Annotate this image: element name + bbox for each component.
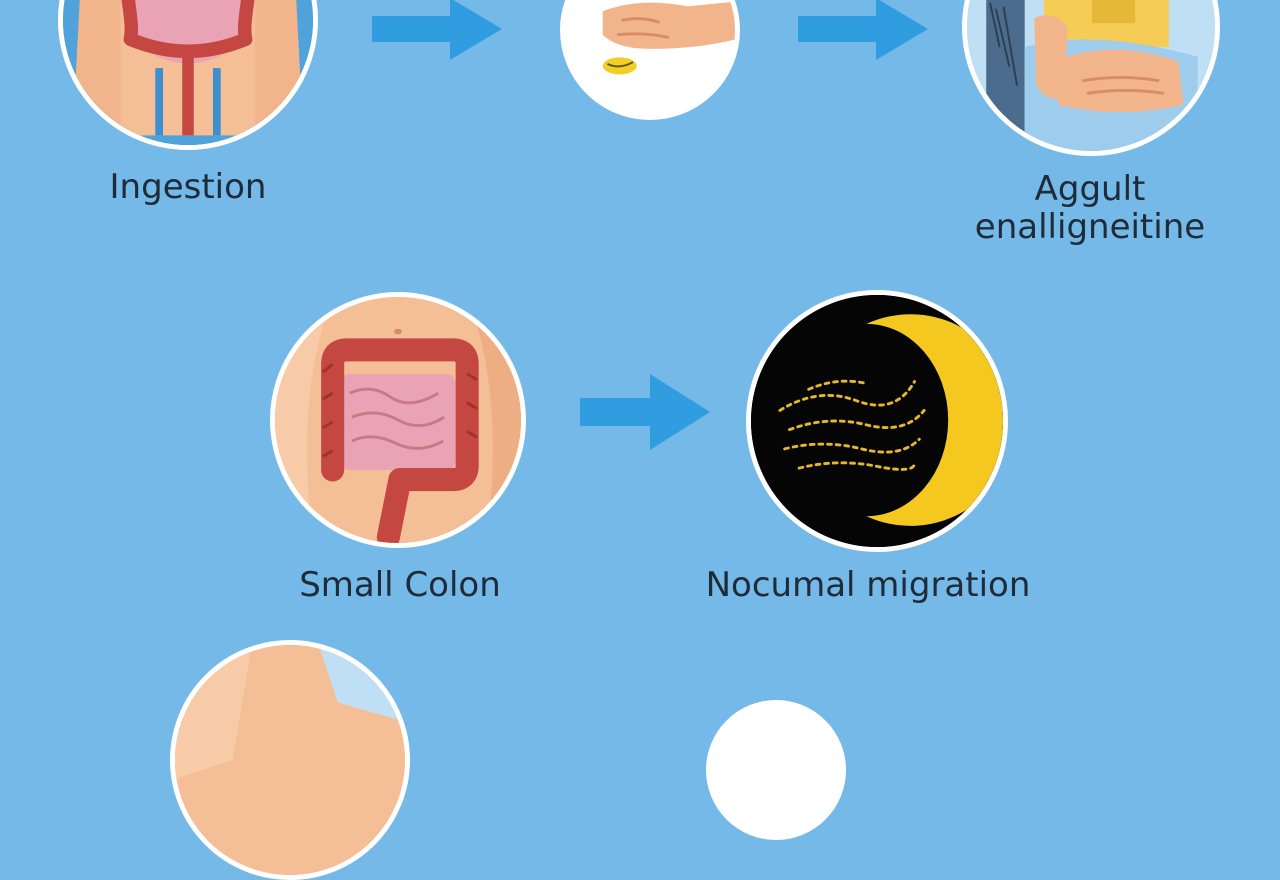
- colon-circle: [270, 292, 526, 548]
- partial-circle-bottom-center: [706, 700, 846, 840]
- ingestion-circle: [58, 0, 318, 150]
- right-arrow-icon: [372, 0, 502, 60]
- night-worms-icon: [751, 295, 1003, 547]
- hand-egg-circle: [560, 0, 740, 120]
- person-stomach-icon: [967, 0, 1215, 151]
- step-label-small-colon: Small Colon: [299, 565, 501, 605]
- life-cycle-diagram: Ingestion Aggult ena: [58, 0, 1230, 880]
- partial-circle-icon: [175, 645, 405, 875]
- step-label-nocturnal-migration: Nocumal migration: [705, 565, 1031, 605]
- step-label-adult-line2: enalligneitine: [974, 207, 1206, 248]
- person-stomach-circle: [962, 0, 1220, 156]
- intestine-body-icon: [63, 0, 313, 145]
- step-label-ingestion: Ingestion: [109, 167, 267, 207]
- hand-egg-icon: [565, 0, 735, 115]
- partial-circle-icon: [710, 704, 842, 836]
- step-label-adult-line1: Aggult: [1034, 169, 1146, 209]
- step-label-adult: Aggult enalligneitine: [950, 170, 1230, 246]
- colon-icon: [275, 297, 521, 543]
- right-arrow-icon: [798, 0, 928, 60]
- right-arrow-icon: [580, 374, 710, 450]
- night-worms-circle: [746, 290, 1008, 552]
- partial-circle-bottom-left: [170, 640, 410, 880]
